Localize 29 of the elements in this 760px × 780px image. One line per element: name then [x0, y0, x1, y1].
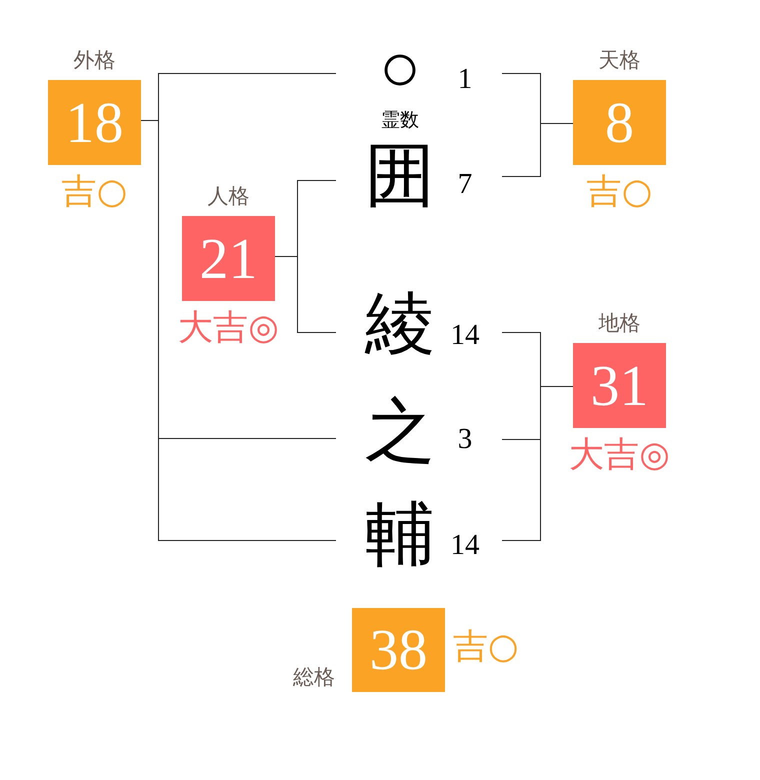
name-character: 囲	[364, 141, 436, 213]
fortune-label: 吉○	[586, 173, 654, 211]
connector-line	[502, 123, 574, 177]
grade-label: 総格	[293, 664, 335, 690]
connector-line	[502, 386, 574, 541]
fortune-label: 大吉◎	[568, 436, 671, 474]
fortune-label: 吉○	[453, 628, 519, 666]
grade-label: 天格	[598, 48, 642, 72]
fortune-label: 大吉◎	[177, 309, 280, 347]
caption-label: 霊数	[380, 108, 420, 132]
stroke-count: 3	[456, 423, 474, 455]
score-number: 8	[604, 89, 635, 157]
score-number: 18	[64, 89, 124, 157]
fortune-label: 吉○	[60, 173, 128, 211]
score-number: 38	[368, 616, 428, 684]
name-character: 輔	[364, 500, 436, 572]
name-character: 綾	[364, 289, 436, 361]
stroke-count: 7	[456, 168, 474, 200]
grade-label: 外格	[72, 48, 116, 72]
stroke-count: 14	[450, 529, 480, 561]
name-character: ○	[378, 33, 422, 105]
stroke-count: 14	[450, 319, 480, 351]
stroke-count: 1	[456, 63, 474, 95]
connector-line	[274, 256, 336, 333]
grade-label: 人格	[206, 184, 250, 208]
grade-label: 地格	[598, 311, 642, 335]
score-number: 31	[590, 352, 650, 420]
score-number: 21	[198, 225, 258, 293]
name-character: 之	[364, 397, 436, 469]
